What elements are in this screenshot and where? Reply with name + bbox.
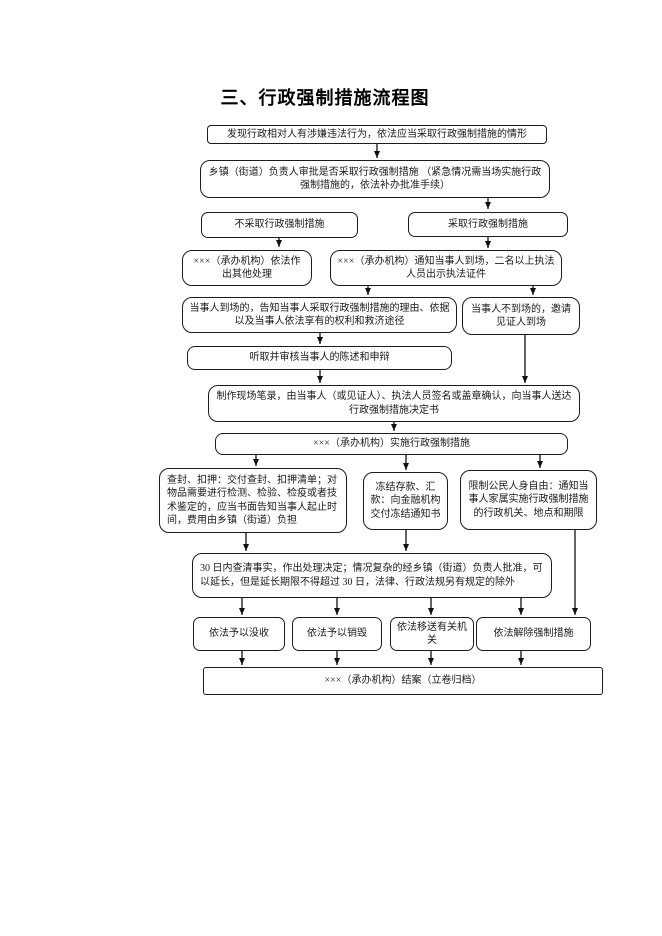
- flow-node-site-record: 制作现场笔录，由当事人（或见证人）、执法人员签名或盖章确认，向当事人送达行政强制…: [208, 385, 580, 422]
- flow-node-notify-party: ×××（承办机构）通知当事人到场，二名以上执法人员出示执法证件: [330, 250, 562, 286]
- flow-node-party-absent-witness: 当事人不到场的，邀请见证人到场: [462, 297, 580, 335]
- flow-node-take-measures: 采取行政强制措施: [408, 212, 568, 237]
- flow-node-freeze-deposits: 冻结存款、汇款：向金融机构交付冻结通知书: [363, 472, 448, 530]
- page-title: 三、行政强制措施流程图: [220, 88, 430, 108]
- flow-node-implement-measures: ×××（承办机构）实施行政强制措施: [215, 433, 568, 455]
- flow-node-close-case: ×××（承办机构）结案（立卷归档）: [203, 667, 603, 695]
- flow-node-restrict-freedom: 限制公民人身自由：通知当事人家属实施行政强制措施的行政机关、地点和期限: [460, 470, 597, 530]
- flow-node-destroy: 依法予以销毁: [292, 617, 382, 651]
- flow-node-confiscate: 依法予以没收: [193, 617, 285, 651]
- flow-node-transfer-organ: 依法移送有关机关: [390, 617, 474, 651]
- flow-node-hear-statement: 听取并审核当事人的陈述和申辩: [187, 346, 452, 370]
- flow-node-lift-measures: 依法解除强制措施: [476, 617, 591, 651]
- flow-node-party-present-inform: 当事人到场的，告知当事人采取行政强制措施的理由、依据以及当事人依法享有的权利和救…: [182, 297, 457, 333]
- flow-node-approval-decision: 乡镇（街道）负责人审批是否采取行政强制措施 （紧急情况需当场实施行政强制措施的，…: [200, 160, 550, 198]
- flow-node-seal-seize: 查封、扣押：交付查封、扣押清单；对物品需要进行检测、检验、检疫或者技术鉴定的，应…: [159, 468, 347, 533]
- flow-node-start-condition: 发现行政相对人有涉嫌违法行为，依法应当采取行政强制措施的情形: [207, 125, 547, 144]
- flow-node-thirty-day-decision: 30 日内查清事实，作出处理决定；情况复杂的经乡镇（街道）负责人批准，可以延长，…: [192, 553, 552, 598]
- flow-node-no-measures: 不采取行政强制措施: [201, 212, 358, 238]
- flow-node-other-handling: ×××（承办机构）依法作出其他处理: [182, 250, 312, 286]
